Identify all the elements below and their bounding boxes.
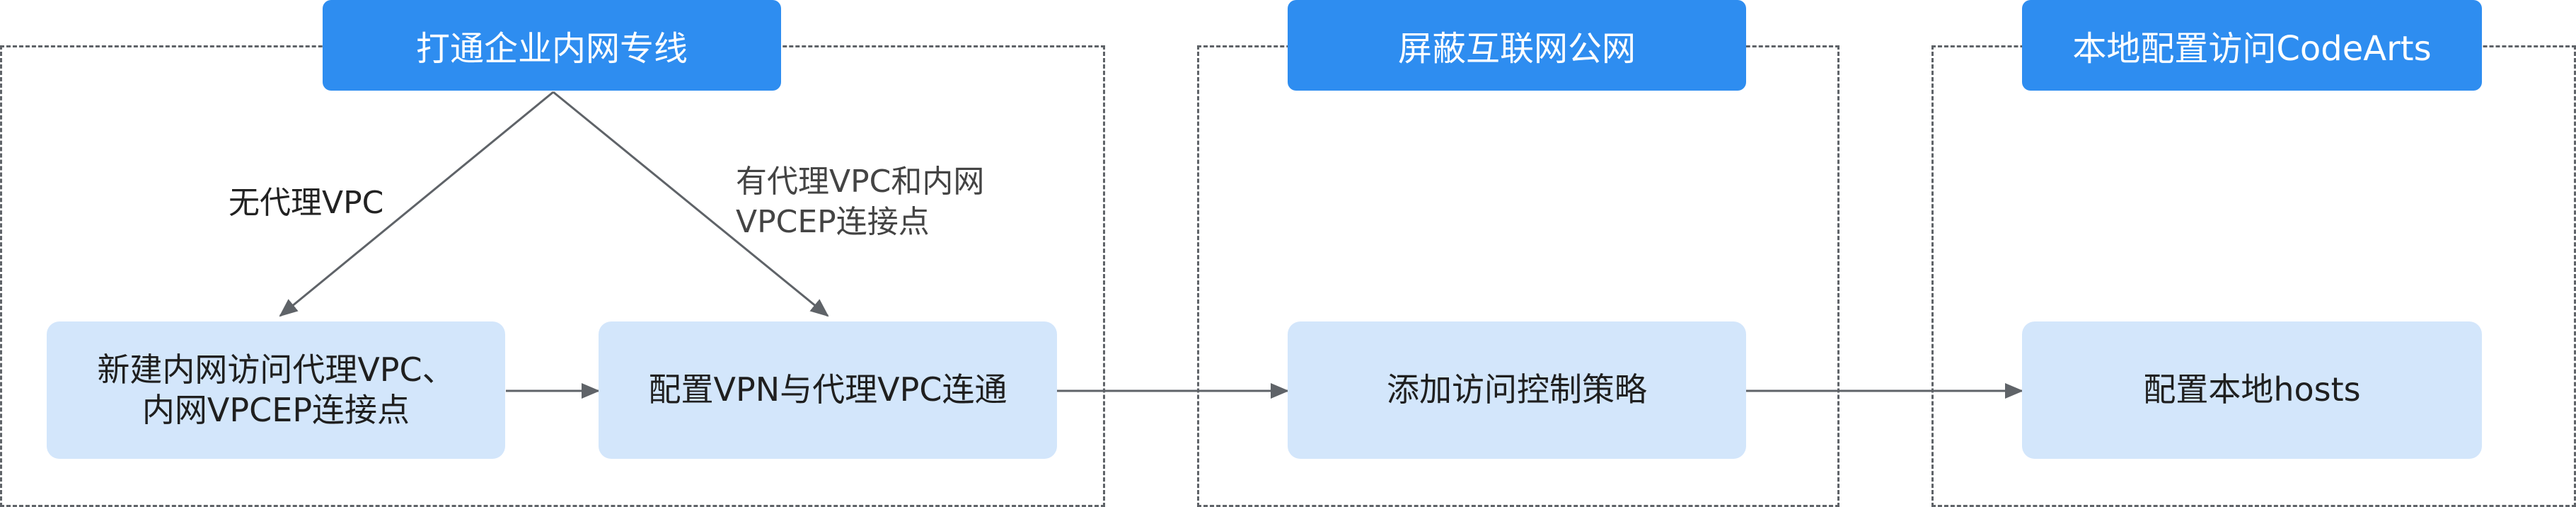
step-configure-vpn: 配置VPN与代理VPC连通 (599, 321, 1057, 459)
step-add-access-control: 添加访问控制策略 (1288, 321, 1746, 459)
step-new-proxy-vpc-line2: 内网VPCEP连接点 (141, 391, 410, 429)
edge-label-no-proxy: 无代理VPC (229, 185, 384, 221)
section-header-block-internet: 屏蔽互联网公网 (1288, 0, 1746, 91)
edge-label-with-proxy-line2: VPCEP连接点 (736, 204, 930, 241)
step-new-proxy-vpc: 新建内网访问代理VPC、 内网VPCEP连接点 (47, 321, 505, 459)
step-configure-local-hosts: 配置本地hosts (2022, 321, 2482, 459)
edge-label-with-proxy: 有代理VPC和内网 VPCEP连接点 (736, 161, 984, 242)
section-header-intranet: 打通企业内网专线 (323, 0, 781, 91)
section-header-local-config: 本地配置访问CodeArts (2022, 0, 2482, 91)
edge-label-with-proxy-line1: 有代理VPC和内网 (736, 164, 985, 200)
step-new-proxy-vpc-line1: 新建内网访问代理VPC、 (97, 350, 455, 389)
